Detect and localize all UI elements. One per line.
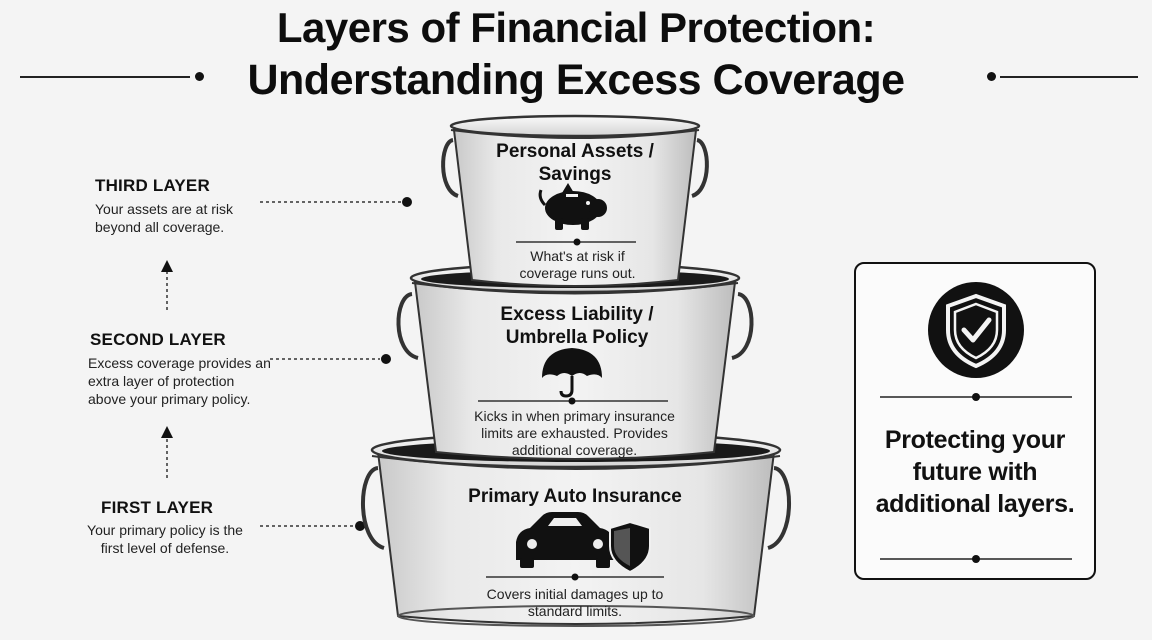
title-rule-dot-right [987, 72, 996, 81]
card-graphics [880, 282, 1072, 563]
layer-description-third: Your assets are at risk beyond all cover… [95, 201, 233, 235]
bucket-description-excess: Kicks in when primary insurance limits a… [474, 408, 675, 458]
title-rule-dot-left [195, 72, 204, 81]
title-rule-left [20, 76, 190, 78]
layer-description-first: Your primary policy is the first level o… [87, 522, 243, 556]
card-divider-bottom [880, 555, 1072, 563]
layer-heading-first: FIRST LAYER [101, 498, 214, 517]
car-shield-icon [516, 512, 651, 574]
card-tagline: Protecting your future with additional l… [875, 426, 1075, 518]
bucket-description-primary: Covers initial damages up to standard li… [486, 586, 664, 619]
bucket-title-personal: Personal Assets / Savings [496, 141, 654, 185]
bucket-title-excess: Excess Liability / Umbrella Policy [500, 304, 654, 348]
layer-heading-second: SECOND LAYER [90, 330, 226, 349]
umbrella-icon [542, 348, 602, 398]
bucket-description-personal: What's at risk if coverage runs out. [519, 248, 636, 281]
piggy-bank-icon [538, 183, 607, 230]
bucket-dividers [478, 238, 668, 581]
page-title-line-1: Layers of Financial Protection: [276, 4, 876, 51]
connector-dot-third [402, 197, 412, 207]
layer-description-second: Excess coverage provides an extra layer … [88, 355, 271, 407]
bucket-personal [441, 114, 709, 287]
layer-connectors [161, 197, 412, 531]
shield-check-icon [928, 282, 1024, 378]
connector-dot-second [381, 354, 391, 364]
arrow-up-icon [161, 260, 173, 272]
arrow-up-icon [161, 426, 173, 438]
card-divider-top [880, 393, 1072, 401]
bucket-title-primary: Primary Auto Insurance [468, 486, 682, 507]
title-rule-right [1000, 76, 1138, 78]
layer-heading-third: THIRD LAYER [95, 176, 210, 195]
protection-card: Protecting your future with additional l… [854, 262, 1096, 580]
page-title-line-2: Understanding Excess Coverage [247, 56, 905, 104]
connector-dot-first [355, 521, 365, 531]
